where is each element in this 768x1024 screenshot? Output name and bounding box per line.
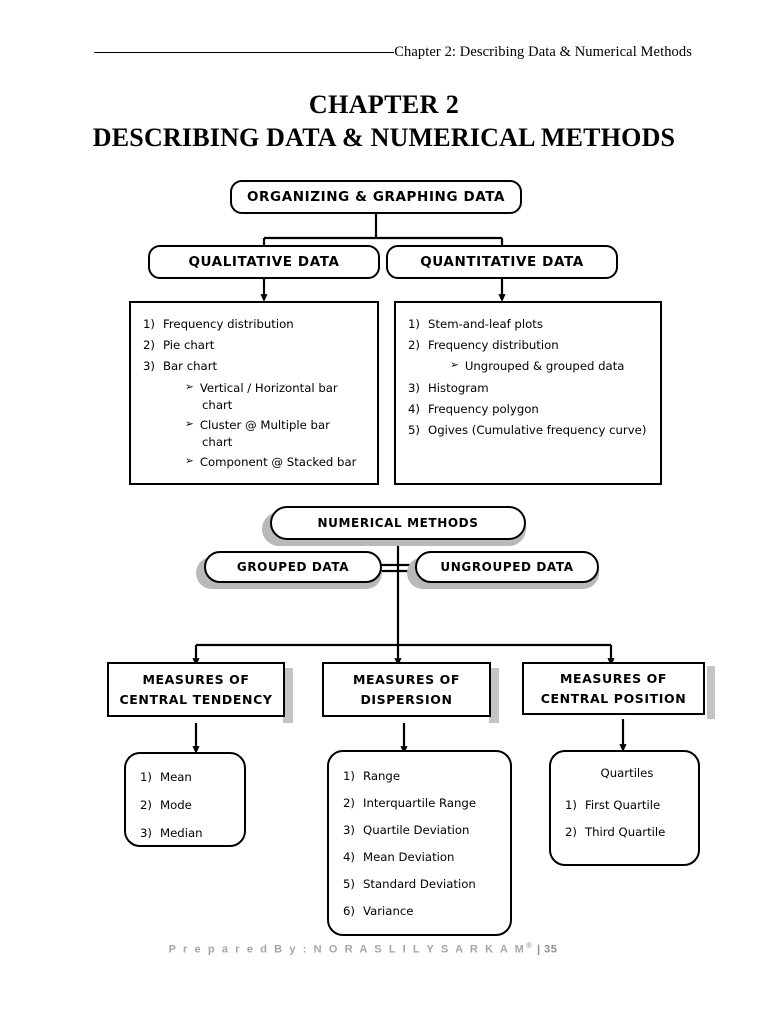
list-item: 4) Mean Deviation [343, 850, 455, 864]
page-number: | 35 [537, 943, 558, 956]
list-item: 6) Variance [343, 904, 414, 918]
list-item: 1) First Quartile [565, 798, 661, 812]
list-item: 3) Histogram [408, 381, 489, 395]
listbox-qualitative: 1) Frequency distribution 2) Pie chart 3… [129, 301, 379, 485]
node-organizing-graphing-data[interactable]: ORGANIZING & GRAPHING DATA [230, 180, 522, 214]
list-item: 2) Interquartile Range [343, 796, 477, 810]
page-header: Chapter 2: Describing Data & Numerical M… [0, 44, 768, 61]
node-line-2: CENTRAL POSITION [540, 690, 687, 706]
list-subitem: ➢ Ungrouped & grouped data [450, 359, 625, 373]
list-item: 3) Median [140, 826, 203, 840]
shadow-measures-central-tendency [283, 668, 293, 723]
node-measures-dispersion[interactable]: MEASURES OF DISPERSION [322, 662, 491, 717]
list-subitem: ➢ Vertical / Horizontal bar [185, 381, 338, 395]
node-measures-central-tendency[interactable]: MEASURES OF CENTRAL TENDENCY [107, 662, 285, 717]
page-footer: P r e p a r e d B y : N O R A S L I L Y … [0, 941, 768, 956]
node-ungrouped-data[interactable]: UNGROUPED DATA [415, 551, 599, 583]
list-subitem: ➢ Cluster @ Multiple bar [185, 418, 330, 432]
list-item: 2) Frequency distribution [408, 338, 559, 352]
list-item: 1) Stem-and-leaf plots [408, 317, 543, 331]
list-item: 5) Ogives (Cumulative frequency curve) [408, 423, 647, 437]
arrow-bullet-icon: ➢ [450, 359, 459, 371]
node-numerical-methods[interactable]: NUMERICAL METHODS [270, 506, 526, 540]
listbox-central-tendency: 1) Mean 2) Mode 3) Median [124, 752, 246, 847]
node-line-2: DISPERSION [360, 691, 453, 707]
listbox-quantitative: 1) Stem-and-leaf plots 2) Frequency dist… [394, 301, 662, 485]
shadow-measures-dispersion [489, 668, 499, 723]
list-item: 1) Range [343, 769, 401, 783]
registered-icon: ® [525, 941, 532, 950]
footer-prepared-by: P r e p a r e d B y : N O R A S L I L Y … [168, 943, 526, 956]
list-item: 2) Third Quartile [565, 825, 666, 839]
shadow-measures-central-position [707, 666, 715, 719]
list-item: 3) Quartile Deviation [343, 823, 470, 837]
node-grouped-data[interactable]: GROUPED DATA [204, 551, 382, 583]
header-rule [94, 52, 395, 53]
header-text: Chapter 2: Describing Data & Numerical M… [394, 44, 692, 60]
list-subitem-wrap: chart [202, 398, 233, 412]
node-measures-central-position[interactable]: MEASURES OF CENTRAL POSITION [522, 662, 705, 715]
listbox-heading: Quartiles [600, 766, 654, 780]
list-item: 1) Mean [140, 770, 192, 784]
chapter-name-title: DESCRIBING DATA & NUMERICAL METHODS [92, 123, 676, 152]
listbox-central-position: Quartiles 1) First Quartile 2) Third Qua… [549, 750, 700, 866]
node-line-2: CENTRAL TENDENCY [119, 691, 273, 707]
node-line-1: MEASURES OF [559, 671, 668, 687]
list-item: 2) Mode [140, 798, 192, 812]
list-item: 3) Bar chart [143, 359, 218, 373]
chapter-number-title: CHAPTER 2 [308, 90, 460, 119]
list-subitem: ➢ Component @ Stacked bar [185, 455, 357, 469]
arrow-bullet-icon: ➢ [185, 381, 194, 393]
list-item: 5) Standard Deviation [343, 877, 476, 891]
node-qualitative-data[interactable]: QUALITATIVE DATA [148, 245, 380, 279]
node-quantitative-data[interactable]: QUANTITATIVE DATA [386, 245, 618, 279]
arrow-bullet-icon: ➢ [185, 455, 194, 467]
list-item: 2) Pie chart [143, 338, 215, 352]
list-subitem-wrap: chart [202, 435, 233, 449]
arrow-bullet-icon: ➢ [185, 418, 194, 430]
node-line-1: MEASURES OF [142, 672, 250, 688]
node-line-1: MEASURES OF [352, 672, 461, 688]
list-item: 1) Frequency distribution [143, 317, 294, 331]
listbox-dispersion: 1) Range 2) Interquartile Range 3) Quart… [327, 750, 512, 936]
list-item: 4) Frequency polygon [408, 402, 539, 416]
